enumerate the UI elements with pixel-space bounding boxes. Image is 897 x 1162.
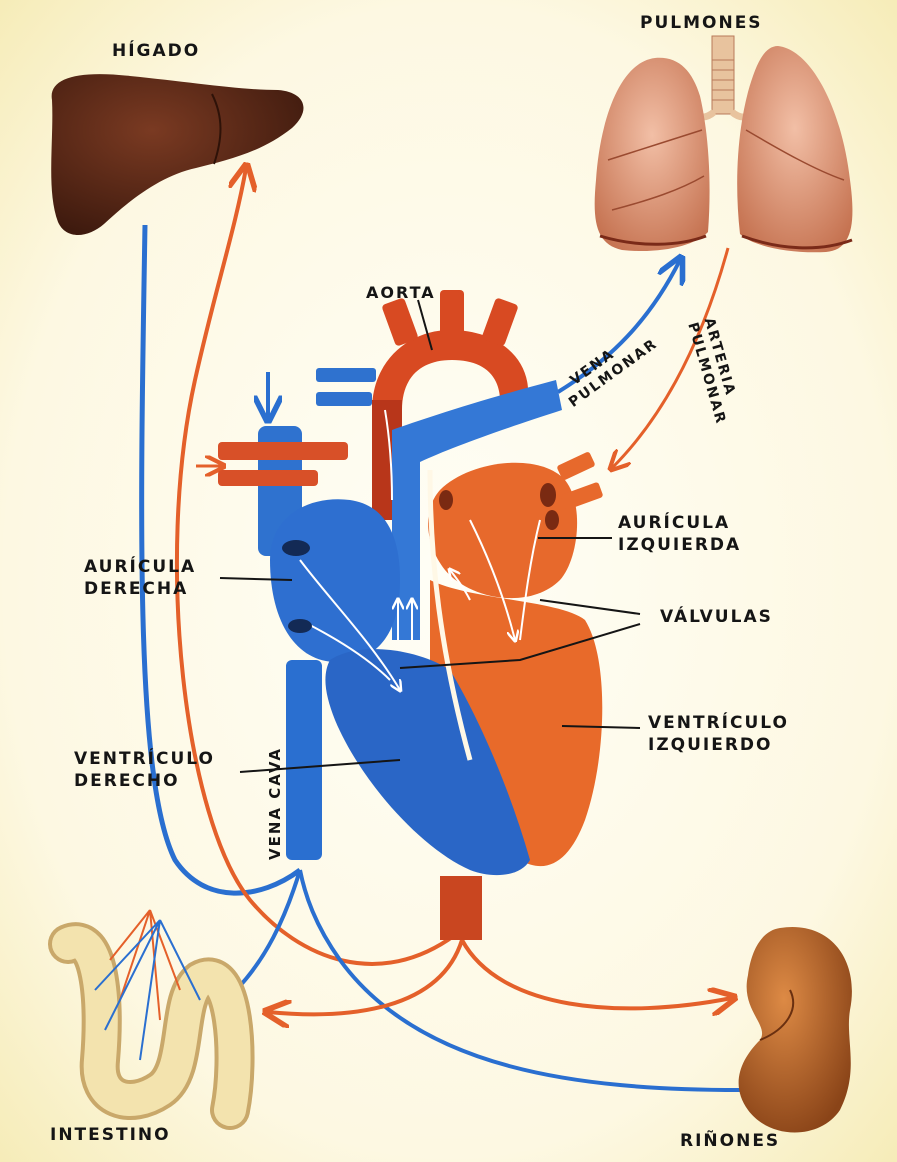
liver-illustration [51, 74, 303, 235]
label-auricula-derecha-line1: AURÍCULA [84, 556, 196, 578]
label-auricula-derecha-line2: DERECHA [84, 578, 196, 600]
label-intestino: INTESTINO [50, 1124, 171, 1146]
label-auricula-izquierda-line2: IZQUIERDA [618, 534, 741, 556]
label-ventriculo-izquierdo-line1: VENTRÍCULO [648, 712, 789, 734]
label-pulmones: PULMONES [640, 12, 763, 34]
label-ventriculo-derecho: VENTRÍCULO DERECHO [74, 748, 215, 792]
label-aorta: AORTA [366, 282, 436, 304]
label-ventriculo-derecho-line2: DERECHO [74, 770, 215, 792]
label-auricula-izquierda: AURÍCULA IZQUIERDA [618, 512, 741, 556]
label-auricula-izquierda-line1: AURÍCULA [618, 512, 741, 534]
intestinal-artery-line [268, 940, 462, 1014]
descending-aorta [440, 876, 482, 940]
renal-artery-line [462, 940, 732, 1008]
kidney-illustration [739, 927, 852, 1133]
intestine-illustration [68, 910, 235, 1110]
renal-vein-line [300, 870, 740, 1090]
label-valvulas: VÁLVULAS [660, 606, 773, 628]
label-vena-cava: VENA CAVA [264, 747, 286, 860]
label-rinones: RIÑONES [680, 1130, 780, 1152]
label-higado: HÍGADO [112, 40, 200, 62]
lungs-illustration [595, 36, 853, 252]
label-ventriculo-derecho-line1: VENTRÍCULO [74, 748, 215, 770]
label-auricula-derecha: AURÍCULA DERECHA [84, 556, 196, 600]
inferior-vena-cava [286, 660, 322, 860]
label-ventriculo-izquierdo-line2: IZQUIERDO [648, 734, 789, 756]
label-ventriculo-izquierdo: VENTRÍCULO IZQUIERDO [648, 712, 789, 756]
